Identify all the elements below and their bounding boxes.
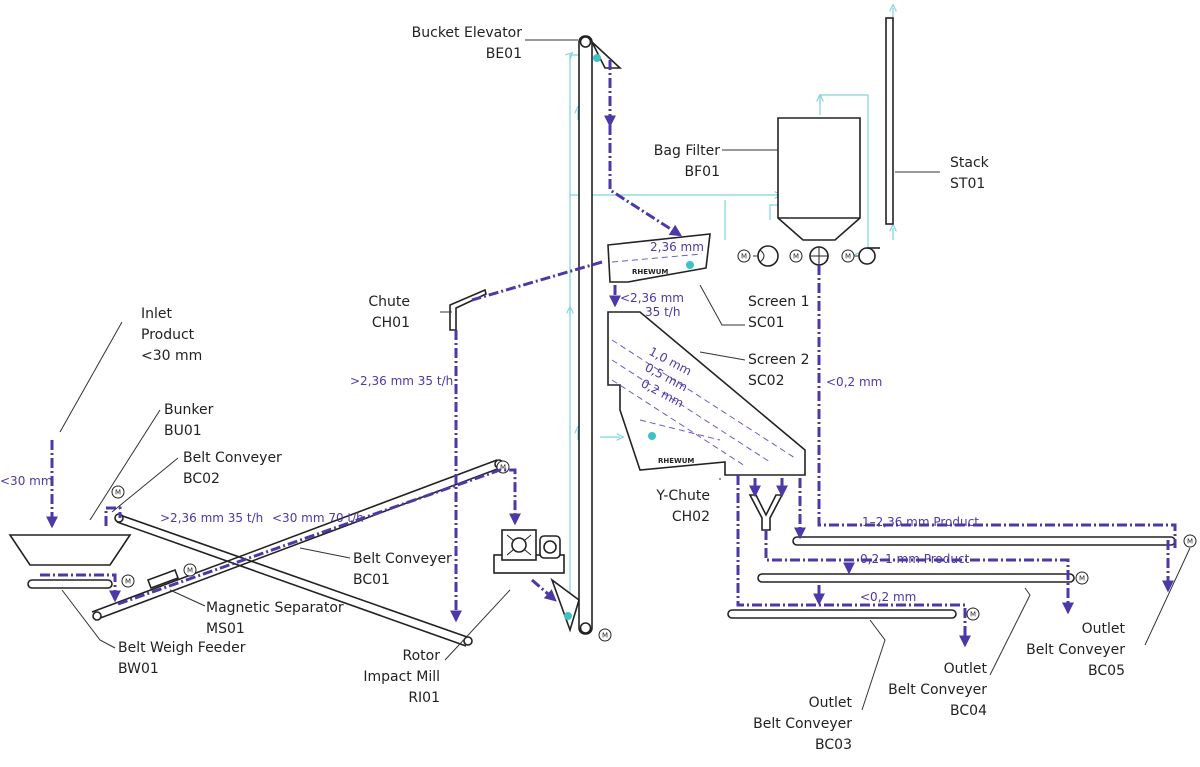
brand-rhewum-screen1: RHEWUM xyxy=(632,268,668,276)
motors: M M M M M M M M M M M xyxy=(111,249,1197,642)
flow-inlet-size: <30 mm xyxy=(0,474,53,488)
label-bc02-id: BC02 xyxy=(183,471,220,487)
label-bc02-name: Belt Conveyer xyxy=(183,450,282,466)
label-magnetic-id: MS01 xyxy=(206,621,245,637)
rotary-valve xyxy=(809,246,829,266)
motor-icon: M xyxy=(841,249,855,263)
label-bc04-2: BC04 xyxy=(950,703,987,719)
motor-icon: M xyxy=(966,607,980,621)
label-mill-1: Impact Mill xyxy=(363,669,440,685)
motor-icon: M xyxy=(121,574,135,588)
belt-conveyer-bc02 xyxy=(91,459,504,621)
outlet-belt-bc03 xyxy=(727,609,957,619)
motor-icon: M xyxy=(1075,571,1089,585)
flow-screen1-under-0: <2,36 mm xyxy=(620,291,684,305)
product-lines xyxy=(40,60,1177,648)
label-bc03-1: Belt Conveyer xyxy=(753,716,852,732)
label-weigh-id: BW01 xyxy=(118,661,159,677)
flow-chute: >2,36 mm 35 t/h xyxy=(350,374,453,388)
motor-icon: M xyxy=(789,249,803,263)
belt-conveyer-bc01 xyxy=(114,513,473,647)
flow-fines: <0,2 mm xyxy=(826,375,882,389)
motor-icon: M xyxy=(1183,534,1197,548)
outlet-belt-bc05 xyxy=(792,536,1176,546)
label-chute-id: CH01 xyxy=(372,315,410,331)
bunker xyxy=(8,534,132,566)
flow-bc02-total: <30 mm 70 t/h xyxy=(272,511,364,525)
magnetic-separator xyxy=(146,568,180,590)
motor-symbol: M xyxy=(115,489,121,497)
motor-icon: M xyxy=(598,628,612,642)
outlet-belt-bc04 xyxy=(757,573,1075,583)
label-screen2-name: Screen 2 xyxy=(748,352,810,368)
stack xyxy=(885,17,894,225)
motor-symbol: M xyxy=(602,632,608,640)
bag-filter xyxy=(777,117,861,241)
label-screen2-id: SC02 xyxy=(748,373,784,389)
motor-icon: M xyxy=(111,485,125,499)
label-bc01-id: BC01 xyxy=(353,572,390,588)
label-bc01-name: Belt Conveyer xyxy=(353,551,452,567)
label-bunker-id: BU01 xyxy=(164,423,202,439)
label-stack-name: Stack xyxy=(950,155,990,171)
flow-bc05-product: 1–2,36 mm Product xyxy=(862,515,979,529)
fan-left xyxy=(753,245,779,267)
leader-lines xyxy=(59,39,1191,711)
label-bag-filter-id: BF01 xyxy=(685,164,720,180)
label-inlet-0: Inlet xyxy=(141,306,173,322)
motor-symbol: M xyxy=(125,578,131,586)
fan-right xyxy=(852,247,880,265)
label-mill-0: Rotor xyxy=(403,648,441,664)
motor-symbol: M xyxy=(500,464,506,472)
label-bag-filter-name: Bag Filter xyxy=(654,143,720,159)
label-inlet-2: <30 mm xyxy=(141,348,202,364)
label-bc05-0: Outlet xyxy=(1082,621,1126,637)
flow-bc03-product: <0,2 mm xyxy=(860,590,916,604)
flow-bc02-over: >2,36 mm 35 t/h xyxy=(160,511,263,525)
label-bunker-name: Bunker xyxy=(164,402,214,418)
label-bc03-2: BC03 xyxy=(815,737,852,753)
label-ychute-id: CH02 xyxy=(672,509,710,525)
motor-symbol: M xyxy=(1187,538,1193,546)
air-lines xyxy=(570,8,893,600)
belt-weigh-feeder xyxy=(27,579,113,589)
brand-rhewum-screen2: RHEWUM xyxy=(658,457,694,465)
y-chute xyxy=(748,494,784,531)
label-mill-2: RI01 xyxy=(408,690,440,706)
motor-icon: M xyxy=(183,563,197,577)
label-screen1-id: SC01 xyxy=(748,315,784,331)
label-screen1-name: Screen 1 xyxy=(748,294,810,310)
label-bc05-1: Belt Conveyer xyxy=(1026,642,1125,658)
label-chute-name: Chute xyxy=(368,294,410,310)
label-ychute-name: Y-Chute xyxy=(655,488,710,504)
screen-2 xyxy=(607,311,806,476)
label-bc05-2: BC05 xyxy=(1088,663,1125,679)
motor-symbol: M xyxy=(970,611,976,619)
motor-symbol: M xyxy=(845,253,851,261)
flow-screen1-under-1: 35 t/h xyxy=(645,305,680,319)
flow-screen1-mesh: 2,36 mm xyxy=(650,240,704,254)
flow-bc04-product: 0,2–1 mm Product xyxy=(860,552,970,566)
label-bucket-elevator-name: Bucket Elevator xyxy=(412,25,523,41)
label-magnetic-name: Magnetic Separator xyxy=(206,600,344,616)
motor-symbol: M xyxy=(793,253,799,261)
label-stack-id: ST01 xyxy=(950,176,985,192)
label-bc04-1: Belt Conveyer xyxy=(888,682,987,698)
rotor-impact-mill xyxy=(493,529,565,574)
label-inlet-1: Product xyxy=(141,327,195,343)
motor-symbol: M xyxy=(741,253,747,261)
label-bc04-0: Outlet xyxy=(944,661,988,677)
motor-symbol: M xyxy=(187,567,193,575)
label-weigh-name: Belt Weigh Feeder xyxy=(118,640,246,656)
motor-icon: M xyxy=(737,249,751,263)
label-bucket-elevator-id: BE01 xyxy=(486,46,522,62)
label-bc03-0: Outlet xyxy=(809,695,853,711)
screen-1 xyxy=(607,233,711,283)
bucket-elevator xyxy=(550,35,623,635)
motor-symbol: M xyxy=(1079,575,1085,583)
